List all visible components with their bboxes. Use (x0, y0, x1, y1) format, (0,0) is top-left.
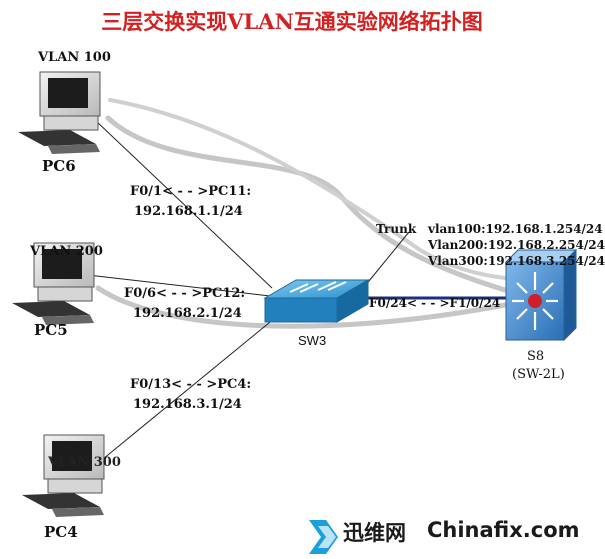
pc4-computer-icon (22, 434, 105, 517)
pc4-vlan-label: VLAN 300 (48, 455, 121, 470)
pc6-label: PC6 (42, 157, 76, 175)
topology-diagram: 三层交换实现VLAN互通实验网络拓扑图 VLAN 100 PC6 VLAN 20… (12, 9, 605, 554)
link-pc5-to-sw3 (87, 274, 271, 297)
sw3-switch-icon (263, 279, 370, 323)
pc6-computer-icon (18, 71, 101, 154)
pc5-label: PC5 (34, 321, 68, 339)
core-name-label: S8 (527, 349, 545, 364)
sw3-label: SW3 (298, 333, 327, 348)
link3-ip-label: 192.168.3.1/24 (133, 397, 242, 412)
watermark-logo-icon (309, 520, 338, 554)
cable-pc5-to-core (95, 285, 508, 329)
core-model-label: (SW-2L) (512, 367, 565, 382)
pc6-vlan-label: VLAN 100 (38, 50, 111, 65)
link2-ip-label: 192.168.2.1/24 (133, 306, 242, 321)
watermark-text-cn: 迅维网 (343, 521, 406, 545)
cable-pc6-to-core-upper (108, 98, 507, 280)
link1-port-label: F0/1< - - >PC11: (130, 184, 252, 199)
pc4-label: PC4 (44, 523, 78, 541)
trunk-port-label: F0/24< - - >F1/0/24 (369, 296, 501, 310)
link2-port-label: F0/6< - - >PC12: (124, 286, 246, 301)
watermark-text-en: Chinafix.com (427, 518, 580, 542)
link-pc6-to-sw3 (94, 119, 273, 289)
link-pc4-to-sw3 (91, 317, 276, 469)
diagram-title: 三层交换实现VLAN互通实验网络拓扑图 (101, 9, 483, 34)
diagram-canvas (12, 71, 578, 554)
core-vlan100-ip: vlan100:192.168.1.254/24 (428, 222, 603, 236)
trunk-label: Trunk (376, 222, 417, 236)
pc5-computer-icon (12, 242, 95, 325)
link1-ip-label: 192.168.1.1/24 (134, 204, 243, 219)
pc5-vlan-label: VLAN 200 (30, 244, 103, 259)
core-vlan200-ip: Vlan200:192.168.2.254/24 (428, 238, 605, 252)
core-vlan300-ip: Vlan300:192.168.3.254/24 (428, 254, 605, 268)
s8-core-switch-icon (504, 248, 578, 342)
link3-port-label: F0/13< - - >PC4: (130, 377, 252, 392)
